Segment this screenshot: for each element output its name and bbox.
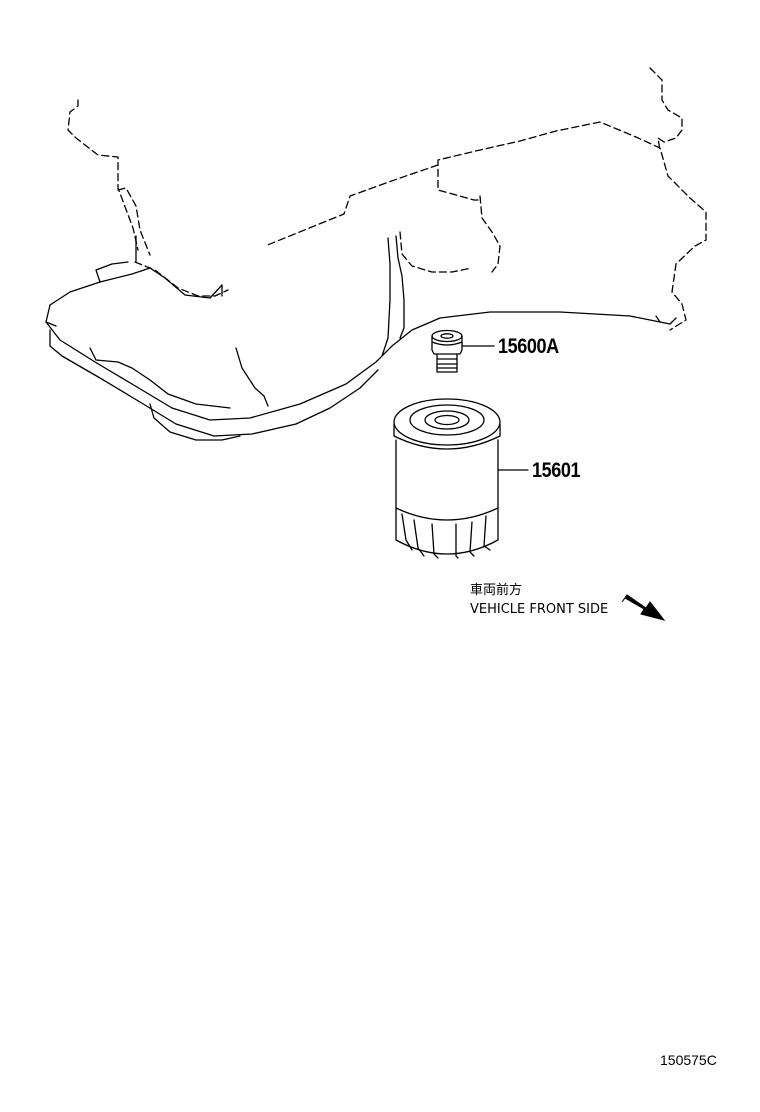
- vehicle-front-label-jp: 車両前方: [470, 583, 523, 598]
- vehicle-front-label-en: VEHICLE FRONT SIDE: [470, 602, 609, 617]
- oil-filter-15601: [393, 398, 501, 559]
- engine-block-outline: [67, 67, 707, 331]
- illustration-reference-code: 150575C: [660, 1052, 717, 1068]
- oil-pan: [45, 235, 677, 441]
- oil-filter-part-number: 15601: [532, 459, 581, 482]
- arrow-down-right-icon: [621, 594, 666, 621]
- drain-plug-15600A: [431, 329, 463, 373]
- drain-plug-part-number: 15600A: [498, 335, 559, 358]
